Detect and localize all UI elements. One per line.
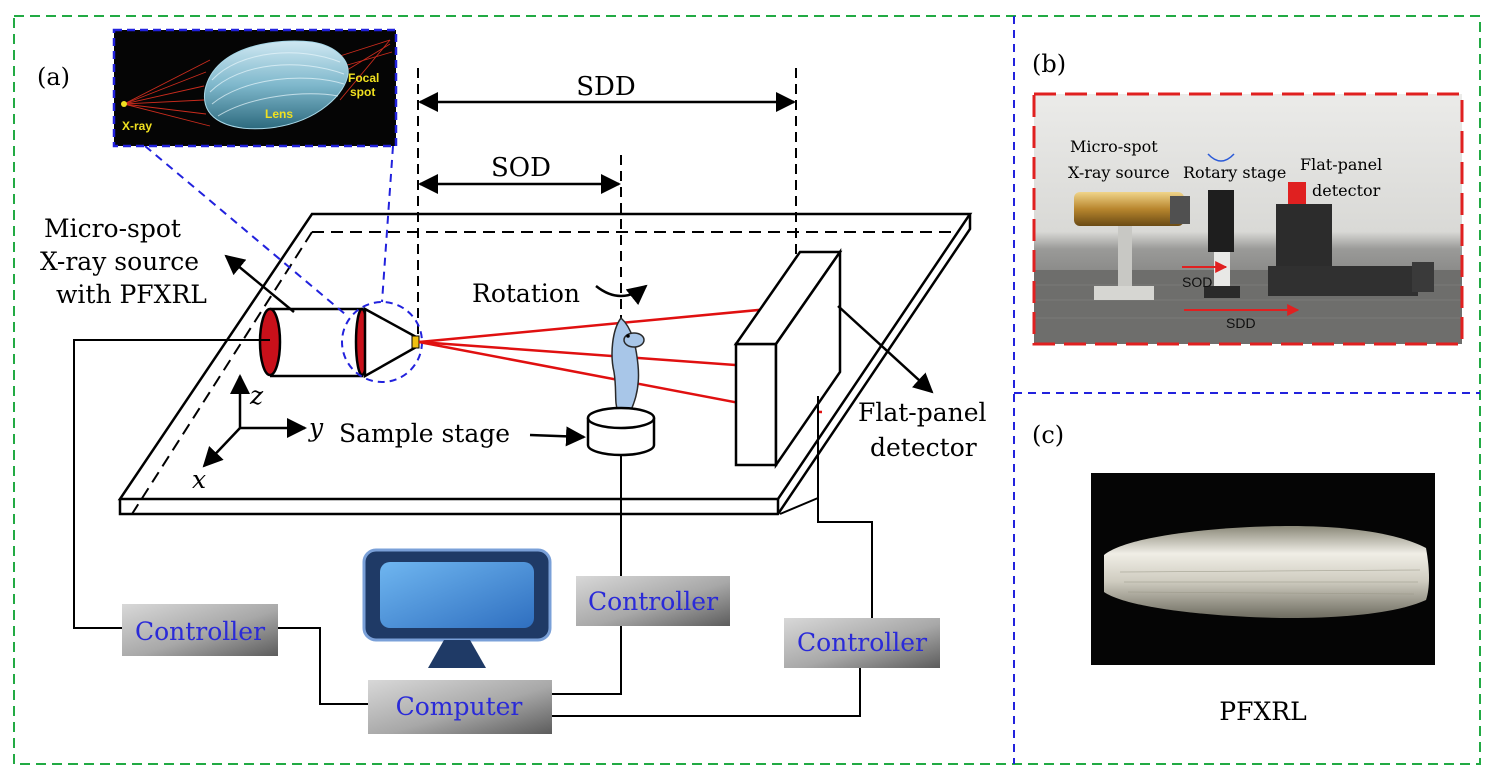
computer-box: Computer — [368, 680, 552, 734]
controller-stage-box: Controller — [576, 576, 730, 626]
outer-border — [13, 15, 1481, 765]
photo-b-sod-label: SOD — [1182, 274, 1212, 290]
photo-b-sdd-label: SDD — [1226, 315, 1256, 331]
monitor-icon — [362, 548, 552, 668]
panel-label-c: (c) — [1032, 421, 1064, 449]
photo-b-source-line2: X-ray source — [1068, 163, 1170, 182]
source-label-line3: with PFXRL — [56, 280, 207, 309]
photo-b-rotary-label: Rotary stage — [1183, 163, 1286, 182]
sample-stage-label: Sample stage — [339, 419, 510, 448]
sod-label: SOD — [491, 153, 551, 183]
computer-label: Computer — [396, 692, 523, 721]
sdd-label: SDD — [576, 72, 636, 102]
wiring — [73, 339, 873, 717]
rotation-arrow — [595, 284, 648, 306]
panel-borders — [13, 15, 1481, 765]
source-label-line2: X-ray source — [40, 247, 199, 276]
pfxrl-caption: PFXRL — [1219, 697, 1306, 726]
flat-panel-detector — [733, 248, 843, 470]
detector-arrow — [837, 305, 934, 394]
photo-b-detector-line1: Flat-panel — [1300, 155, 1382, 174]
photo-b-frame — [1032, 92, 1464, 346]
controller-source-box: Controller — [122, 604, 278, 656]
panel-label-a: (a) — [37, 63, 70, 91]
controller-stage-label: Controller — [588, 587, 718, 616]
optical-table — [117, 212, 973, 516]
axis-x-label: x — [192, 465, 206, 494]
zoom-line-left — [144, 145, 346, 315]
inset-xray-label: X-ray — [122, 119, 152, 133]
detector-label-line2: detector — [870, 433, 977, 462]
xray-source — [258, 306, 420, 379]
mouse-sample — [611, 316, 645, 413]
source-arrow — [224, 254, 295, 313]
controller-source-label: Controller — [135, 617, 265, 646]
inset-lens-label: Lens — [265, 107, 293, 121]
sample-stage — [586, 406, 656, 457]
coordinate-axes — [202, 374, 307, 468]
lens-inset: X-ray Lens Focal spot — [112, 28, 398, 148]
inset-focal-label-2: spot — [350, 85, 375, 99]
photo-b-detector-line2: detector — [1312, 181, 1381, 200]
rotation-label: Rotation — [472, 279, 580, 308]
inset-focal-label-1: Focal — [348, 71, 379, 85]
controller-detector-box: Controller — [784, 618, 940, 668]
photo-c: PFXRL — [1091, 473, 1435, 726]
axis-y-label: y — [308, 413, 324, 442]
detector-label-line1: Flat-panel — [858, 398, 987, 427]
sample-stage-arrow — [529, 426, 586, 447]
zoom-line-right — [381, 145, 394, 303]
panel-label-b: (b) — [1032, 50, 1066, 78]
controller-detector-label: Controller — [797, 628, 927, 657]
axis-z-label: z — [249, 381, 264, 410]
source-label-line1: Micro-spot — [44, 214, 181, 243]
photo-b-source-line1: Micro-spot — [1070, 137, 1158, 156]
photo-b: Micro-spot X-ray source Rotary stage Fla… — [1032, 92, 1464, 346]
